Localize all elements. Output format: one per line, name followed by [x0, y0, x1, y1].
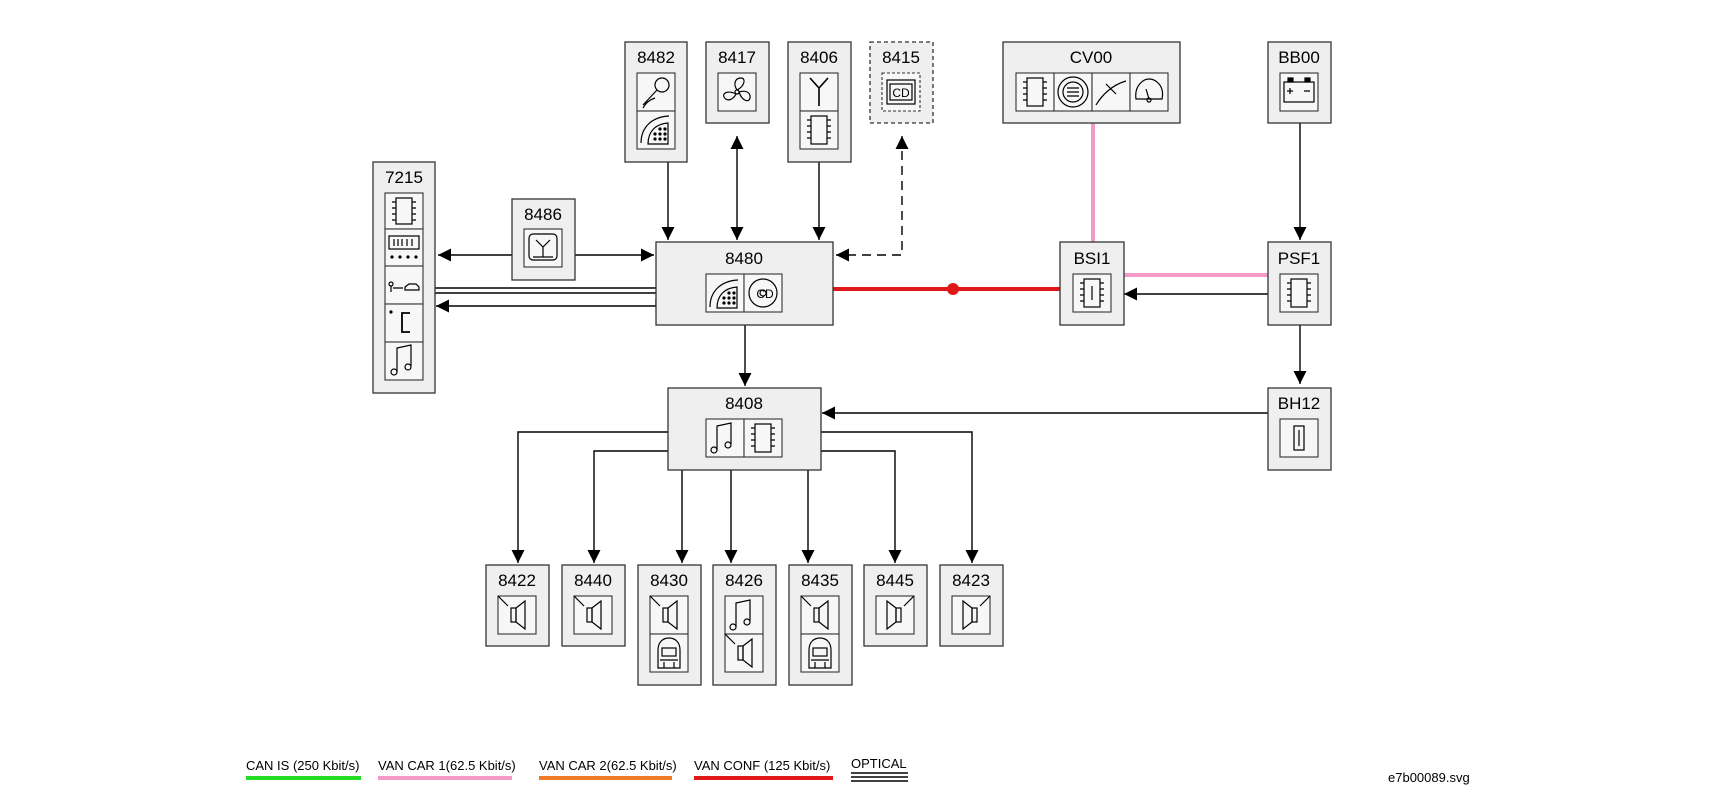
node-8406[interactable]: 8406 — [787, 41, 852, 163]
microchip-icon — [1023, 77, 1047, 107]
svg-text:CD: CD — [756, 287, 774, 301]
link-8408-8423 — [821, 431, 979, 563]
legend-label: VAN CONF (125 Kbit/s) — [694, 758, 830, 773]
link-8408-8422 — [511, 431, 668, 563]
microchip-icon — [1080, 278, 1104, 308]
node-label: BH12 — [1278, 394, 1321, 413]
legend-item-can-is: CAN IS (250 Kbit/s) — [246, 758, 361, 780]
node-8486[interactable]: 8486 — [511, 198, 576, 281]
node-label: CV00 — [1070, 48, 1113, 67]
speaker-left-icon — [497, 595, 526, 631]
node-label: 8426 — [725, 571, 763, 590]
van-conf-junction — [947, 283, 959, 295]
telephone-keypad-icon — [709, 279, 739, 309]
microchip-icon — [1287, 278, 1311, 308]
svg-text:CD: CD — [892, 86, 910, 100]
speaker-left-icon — [724, 633, 753, 669]
gauge-icon — [1135, 78, 1164, 103]
node-8440[interactable]: 8440 — [561, 564, 626, 647]
speaker-right-icon — [886, 595, 915, 631]
node-label: PSF1 — [1278, 249, 1321, 268]
cd-disc-icon: CD — [748, 278, 778, 308]
node-8445[interactable]: 8445 — [863, 564, 928, 647]
file-reference: e7b00089.svg — [1388, 770, 1470, 785]
telephone-keypad-icon — [640, 115, 670, 145]
node-label: BSI1 — [1074, 249, 1111, 268]
node-label: 8422 — [498, 571, 536, 590]
legend-label: VAN CAR 2(62.5 Kbit/s) — [539, 758, 677, 773]
clock-display-icon — [388, 235, 420, 259]
music-note-icon — [390, 344, 412, 376]
wiper-icon — [1095, 80, 1127, 106]
node-8480[interactable]: 8480 CD — [655, 241, 834, 326]
node-label: 8486 — [524, 205, 562, 224]
node-7215[interactable]: 7215 — [372, 161, 436, 394]
node-label: 8480 — [725, 249, 763, 268]
temperature-icon — [388, 281, 420, 292]
node-label: 8440 — [574, 571, 612, 590]
node-8415[interactable]: 8415 CD — [869, 41, 934, 124]
node-8417[interactable]: 8417 — [705, 41, 770, 124]
node-label: 8445 — [876, 571, 914, 590]
microchip-icon — [751, 423, 775, 453]
node-8435[interactable]: 8435 — [788, 564, 853, 686]
node-cv00[interactable]: CV00 — [1002, 41, 1181, 124]
optical-link-8480-7215 — [434, 287, 657, 313]
node-8426[interactable]: 8426 — [712, 564, 777, 686]
music-note-icon — [729, 599, 751, 631]
microchip-icon — [392, 197, 416, 225]
battery-icon — [1283, 77, 1315, 103]
node-8430[interactable]: 8430 — [637, 564, 702, 686]
cd-changer-icon: CD — [886, 79, 916, 105]
legend-item-van-car1: VAN CAR 1(62.5 Kbit/s) — [378, 758, 516, 780]
node-8408[interactable]: 8408 — [667, 387, 822, 471]
music-note-icon — [710, 422, 732, 454]
node-label: BB00 — [1278, 48, 1320, 67]
connections — [434, 123, 1307, 563]
legend-label: CAN IS (250 Kbit/s) — [246, 758, 359, 773]
microphone-icon — [642, 77, 670, 109]
car-rear-icon — [808, 637, 832, 669]
fuse-icon — [1293, 425, 1305, 451]
speaker-left-icon — [800, 595, 829, 631]
node-label: 8406 — [800, 48, 838, 67]
car-rear-icon — [657, 637, 681, 669]
speaker-left-icon — [573, 595, 602, 631]
node-psf1[interactable]: PSF1 — [1267, 241, 1332, 326]
node-bsi1[interactable]: BSI1 — [1059, 241, 1125, 326]
antenna-amplifier-icon — [528, 233, 558, 261]
horn-icon — [1057, 76, 1089, 108]
legend-item-van-conf: VAN CONF (125 Kbit/s) — [694, 758, 833, 780]
legend-item-optical: OPTICAL — [851, 756, 908, 782]
node-8423[interactable]: 8423 — [939, 564, 1004, 647]
legend-item-van-car2: VAN CAR 2(62.5 Kbit/s) — [539, 758, 677, 780]
legend-label: VAN CAR 1(62.5 Kbit/s) — [378, 758, 516, 773]
node-8422[interactable]: 8422 — [485, 564, 550, 647]
node-label: 8435 — [801, 571, 839, 590]
speaker-right-icon — [962, 595, 991, 631]
node-label: 8408 — [725, 394, 763, 413]
node-label: 8482 — [637, 48, 675, 67]
link-8408-8445 — [821, 450, 902, 563]
node-label: 8423 — [952, 571, 990, 590]
legend-label: OPTICAL — [851, 756, 907, 771]
node-label: 8417 — [718, 48, 756, 67]
link-8408-8440 — [587, 450, 668, 563]
antenna-icon — [809, 77, 829, 106]
legend: CAN IS (250 Kbit/s) VAN CAR 1(62.5 Kbit/… — [246, 756, 908, 782]
node-bh12[interactable]: BH12 — [1267, 387, 1332, 471]
node-label: 8415 — [882, 48, 920, 67]
fan-icon — [723, 77, 751, 102]
node-label: 7215 — [385, 168, 423, 187]
node-8482[interactable]: 8482 — [624, 41, 688, 163]
bracket-display-icon — [389, 310, 410, 333]
speaker-left-icon — [649, 595, 678, 631]
node-bb00[interactable]: BB00 — [1267, 41, 1332, 124]
node-label: 8430 — [650, 571, 688, 590]
microchip-icon — [807, 115, 831, 145]
